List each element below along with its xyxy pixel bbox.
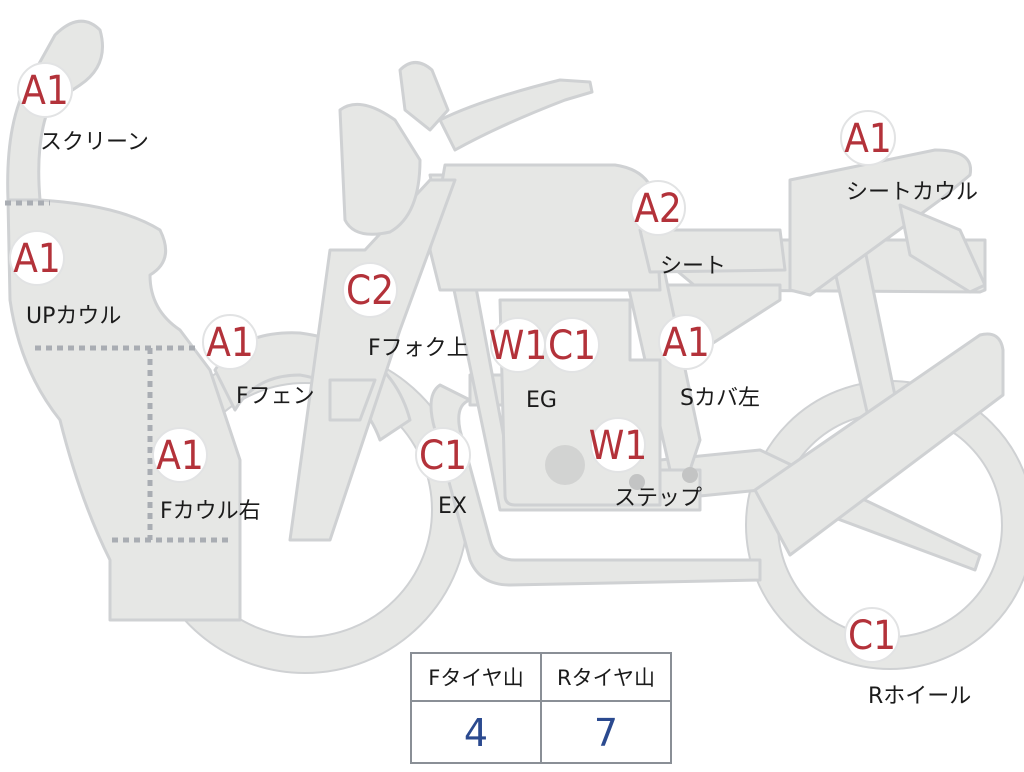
grade-badge-f-cowl-r: A1 — [152, 427, 208, 483]
label-f-fender: Fフェン — [236, 384, 315, 409]
rear-shock — [753, 332, 1005, 557]
grade-code: C1 — [848, 613, 896, 659]
grade-badge-eg: C1 — [544, 317, 600, 373]
grade-badge-eg-w: W1 — [489, 317, 547, 373]
headlight — [338, 102, 422, 236]
tail — [898, 203, 987, 294]
grade-code: C1 — [548, 323, 596, 369]
front-tire-value: 4 — [412, 702, 542, 764]
grade-code: A1 — [662, 320, 710, 366]
step-peg-1 — [629, 474, 645, 490]
fork-lower — [328, 378, 377, 422]
grade-code: C2 — [346, 268, 394, 314]
grade-badge-circle — [658, 314, 714, 370]
label-step: ステップ — [614, 486, 703, 511]
label-up-cowl: UPカウル — [26, 304, 122, 329]
grade-code: A1 — [156, 433, 204, 479]
grade-badge-circle — [630, 180, 686, 236]
grade-badge-f-fork-top: C2 — [342, 262, 398, 318]
seat — [638, 228, 787, 274]
grade-code: A1 — [21, 68, 69, 114]
rear-tire-header: Rタイヤ山 — [542, 654, 670, 702]
label-f-fork-top: Fフォク上 — [368, 336, 469, 361]
grade-badge-step: W1 — [589, 417, 647, 473]
label-ex: EX — [438, 494, 467, 519]
label-eg: EG — [526, 388, 557, 413]
grade-badge-circle — [590, 417, 646, 473]
grade-badge-seat-cowl: A1 — [840, 110, 896, 166]
grade-badge-up-cowl: A1 — [9, 230, 65, 286]
grade-code: W1 — [489, 323, 547, 369]
grade-code: A1 — [844, 116, 892, 162]
grade-code: A2 — [634, 186, 682, 232]
grade-badge-circle — [17, 62, 73, 118]
front-fork — [288, 178, 457, 542]
grade-badge-ex: C1 — [415, 427, 471, 483]
tire-tread-table: Fタイヤ山 Rタイヤ山 4 7 — [410, 652, 672, 764]
upper-cowl — [6, 198, 242, 622]
fuel-tank — [428, 163, 662, 292]
label-screen: スクリーン — [40, 130, 149, 155]
grade-badge-circle — [152, 427, 208, 483]
grade-badge-circle — [844, 607, 900, 663]
grade-badge-s-cover-l: A1 — [658, 314, 714, 370]
screen — [6, 19, 104, 202]
exhaust-lower — [429, 383, 762, 587]
seat-cowl — [788, 148, 973, 297]
grade-badge-seat: A2 — [630, 180, 686, 236]
label-seat-cowl: シートカウル — [846, 180, 979, 205]
grade-badge-circle — [840, 110, 896, 166]
front-tire-header: Fタイヤ山 — [412, 654, 542, 702]
grade-code: A1 — [13, 236, 61, 282]
grade-badge-circle — [544, 317, 600, 373]
mirror — [398, 61, 450, 132]
label-s-cover-l: Sカバ左 — [680, 386, 760, 411]
rear-tire-value: 7 — [593, 711, 619, 755]
step-peg-2 — [682, 467, 698, 483]
grade-badge-circle — [9, 230, 65, 286]
grade-badge-screen: A1 — [17, 62, 73, 118]
grade-code: C1 — [419, 433, 467, 479]
grade-badge-circle — [415, 427, 471, 483]
grade-badge-circle — [342, 262, 398, 318]
engine-cover — [545, 445, 585, 485]
grade-code: A1 — [206, 320, 254, 366]
label-seat: シート — [660, 254, 727, 279]
handlebar — [438, 78, 594, 152]
label-r-wheel: Rホイール — [868, 684, 972, 709]
grade-badge-f-fender: A1 — [202, 314, 258, 370]
label-f-cowl-r: Fカウル右 — [160, 499, 261, 524]
grade-badge-circle — [202, 314, 258, 370]
grade-badge-r-wheel: C1 — [844, 607, 900, 663]
grade-code: W1 — [589, 423, 647, 469]
